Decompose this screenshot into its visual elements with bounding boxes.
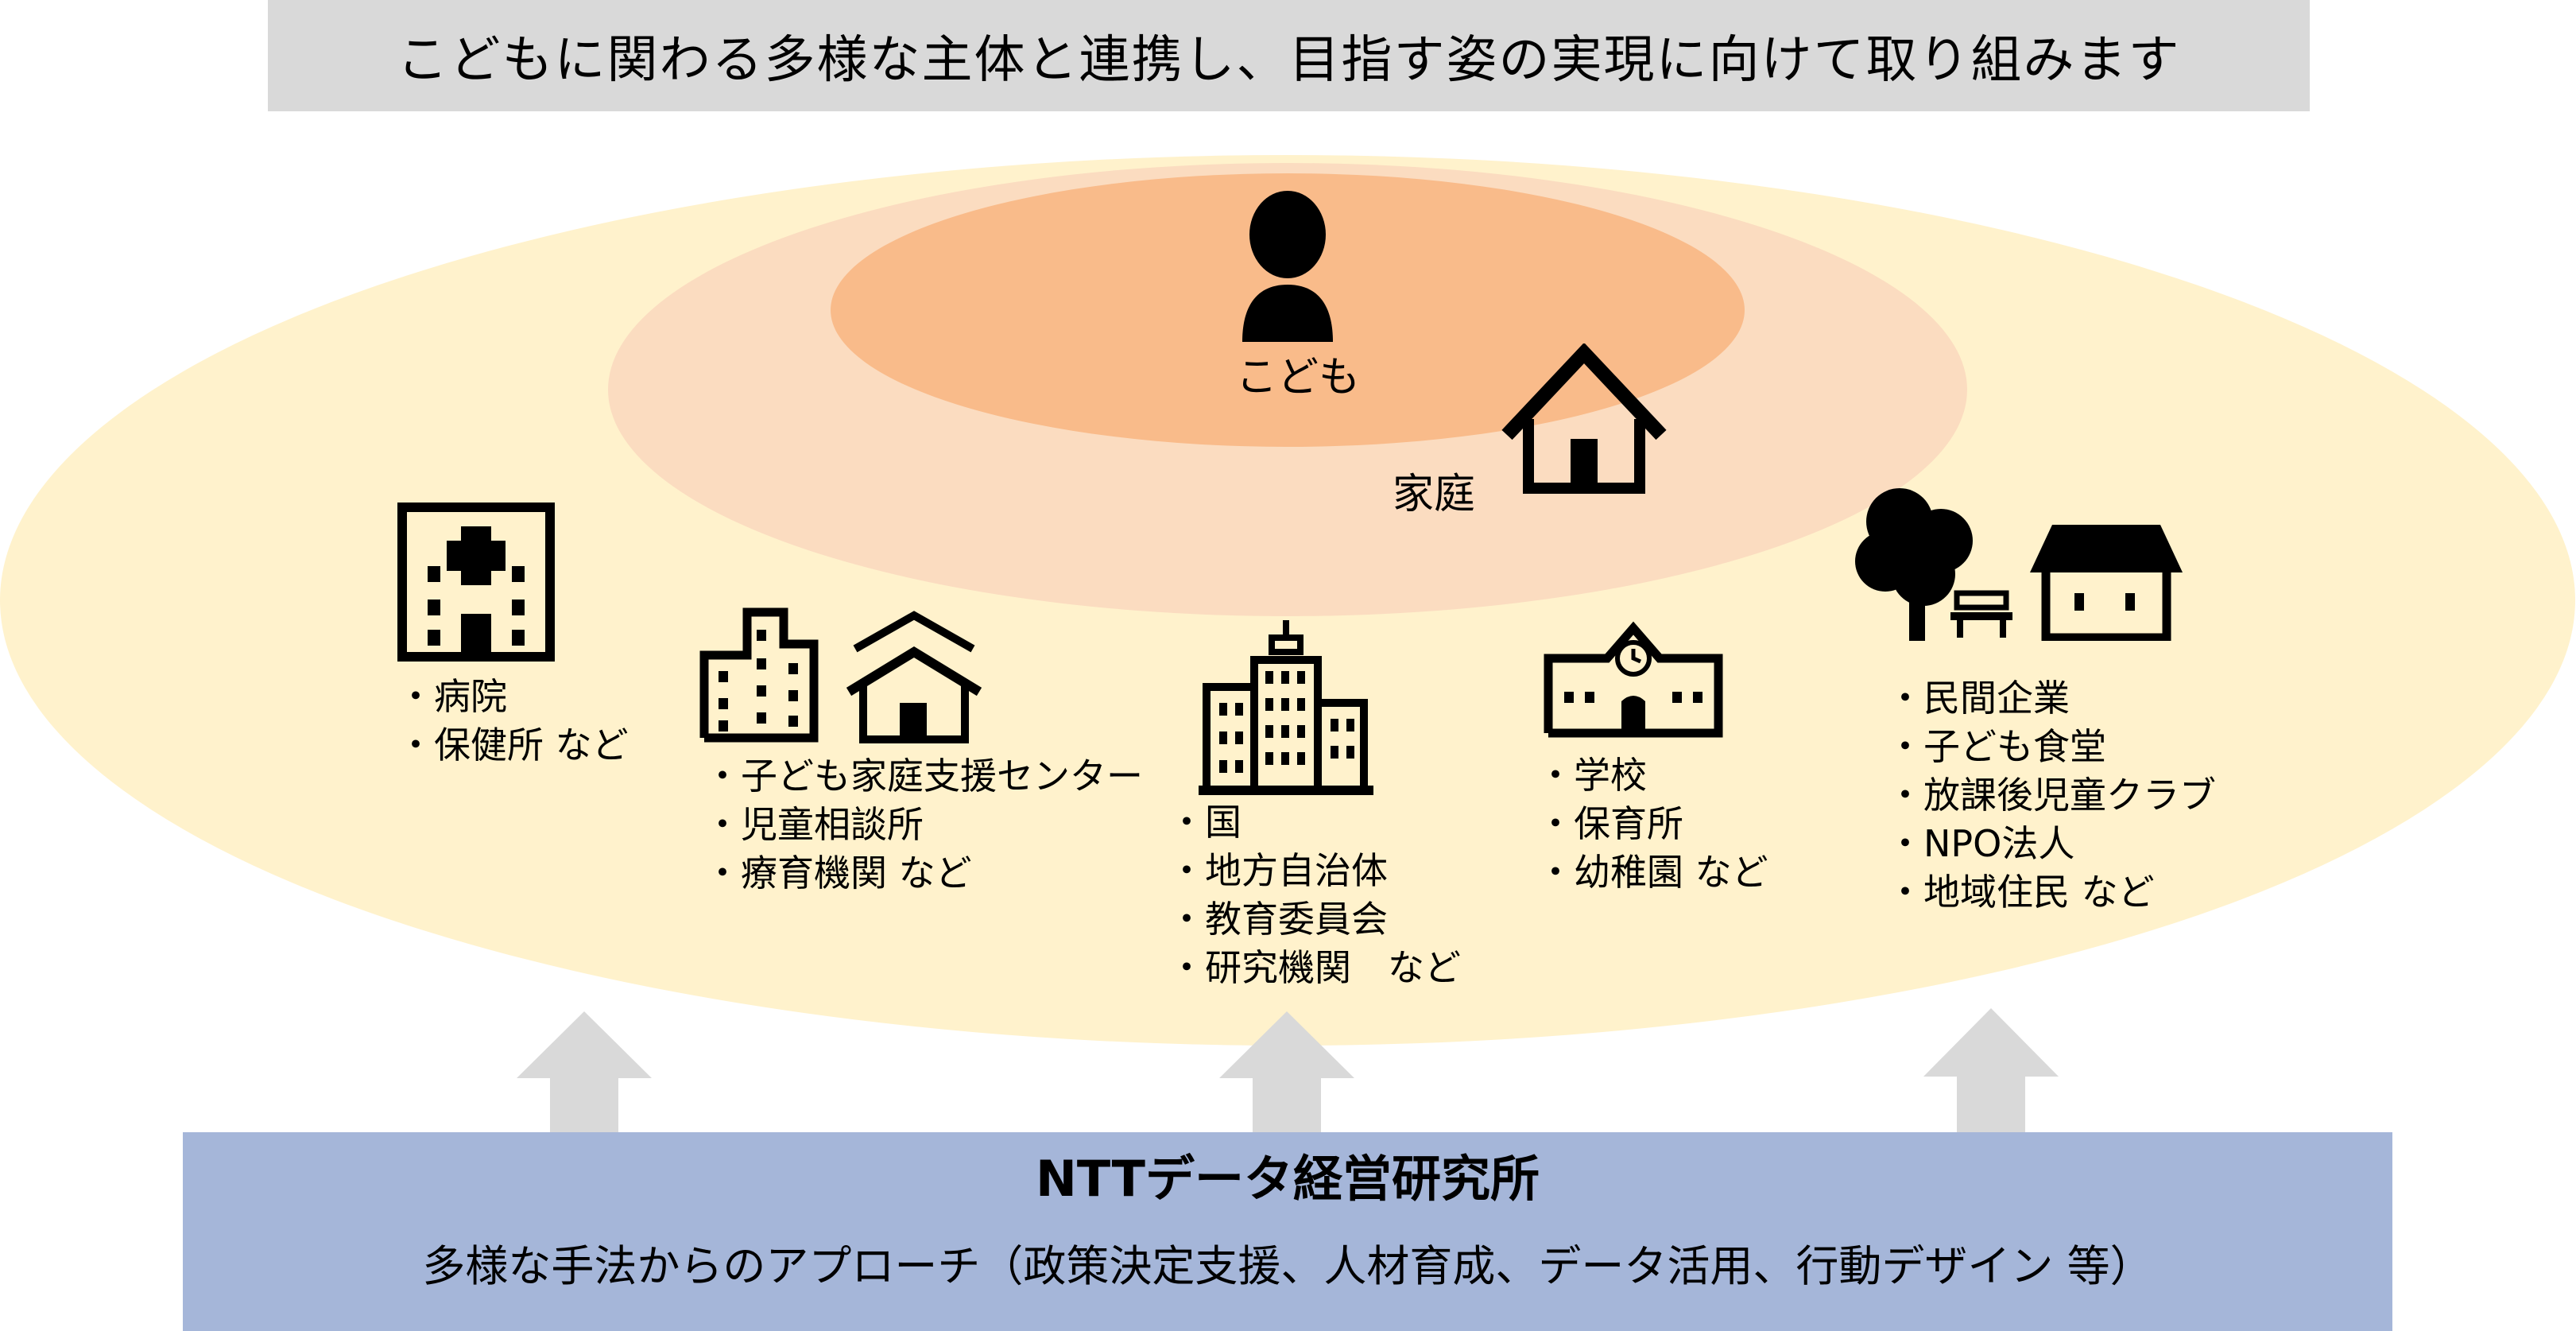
group-community: ・民間企業 ・子ども食堂 ・放課後児童クラブ ・NPO法人 ・地域住民 など [1887, 674, 2216, 917]
up-arrow-icon [517, 1011, 652, 1135]
list-item: ・教育委員会 [1168, 898, 1388, 941]
list-item: ・子ども家庭支援センター [704, 755, 1143, 797]
approach-description: 多様な手法からのアプローチ（政策決定支援、人材育成、データ活用、行動デザイン 等… [422, 1241, 2153, 1291]
list-item: ・子ども食堂 [1887, 725, 2106, 768]
skyscraper-icon [1199, 620, 1373, 795]
bench-icon [1950, 590, 2012, 638]
list-item: ・民間企業 [1887, 677, 2070, 720]
list-item: ・地域住民 など [1887, 871, 2155, 914]
group-welfare: ・子ども家庭支援センター ・児童相談所 ・療育機関 など [704, 752, 1143, 898]
small-house-icon [846, 611, 982, 743]
house-icon [1501, 343, 1667, 494]
list-item: ・幼稚園 など [1537, 851, 1768, 894]
shop-icon [2030, 525, 2183, 641]
title-bar: こどもに関わる多様な主体と連携し、目指す姿の実現に向けて取り組みます [268, 0, 2310, 111]
list-item: ・学校 [1537, 754, 1647, 797]
office-building-icon [699, 607, 819, 743]
school-icon [1544, 621, 1723, 738]
group-government: ・国 ・地方自治体 ・教育委員会 ・研究機関 など [1168, 798, 1461, 992]
list-item: ・NPO法人 [1887, 822, 2075, 865]
page-title: こどもに関わる多様な主体と連携し、目指す姿の実現に向けて取り組みます [397, 31, 2181, 90]
list-item: ・国 [1168, 801, 1242, 844]
up-arrow-icon [1923, 1008, 2059, 1135]
list-item: ・放課後児童クラブ [1887, 774, 2216, 817]
up-arrow-icon [1219, 1011, 1354, 1135]
organization-bar: NTTデータ経営研究所 多様な手法からのアプローチ（政策決定支援、人材育成、デー… [183, 1132, 2392, 1331]
group-medical: ・病院 ・保健所 など [397, 673, 629, 770]
child-label: こども [1236, 354, 1361, 402]
list-item: ・研究機関 など [1168, 946, 1461, 989]
list-item: ・保健所 など [397, 724, 629, 766]
list-item: ・児童相談所 [704, 803, 924, 846]
organization-name: NTTデータ経営研究所 [1036, 1150, 1540, 1208]
list-item: ・保育所 [1537, 802, 1683, 845]
person-icon [1242, 191, 1333, 342]
group-education: ・学校 ・保育所 ・幼稚園 など [1537, 751, 1768, 897]
list-item: ・療育機関 など [704, 852, 972, 894]
hospital-icon [397, 503, 555, 662]
tree-icon [1855, 488, 1973, 641]
family-label: 家庭 [1393, 471, 1476, 518]
list-item: ・地方自治体 [1168, 849, 1388, 892]
list-item: ・病院 [397, 675, 507, 718]
